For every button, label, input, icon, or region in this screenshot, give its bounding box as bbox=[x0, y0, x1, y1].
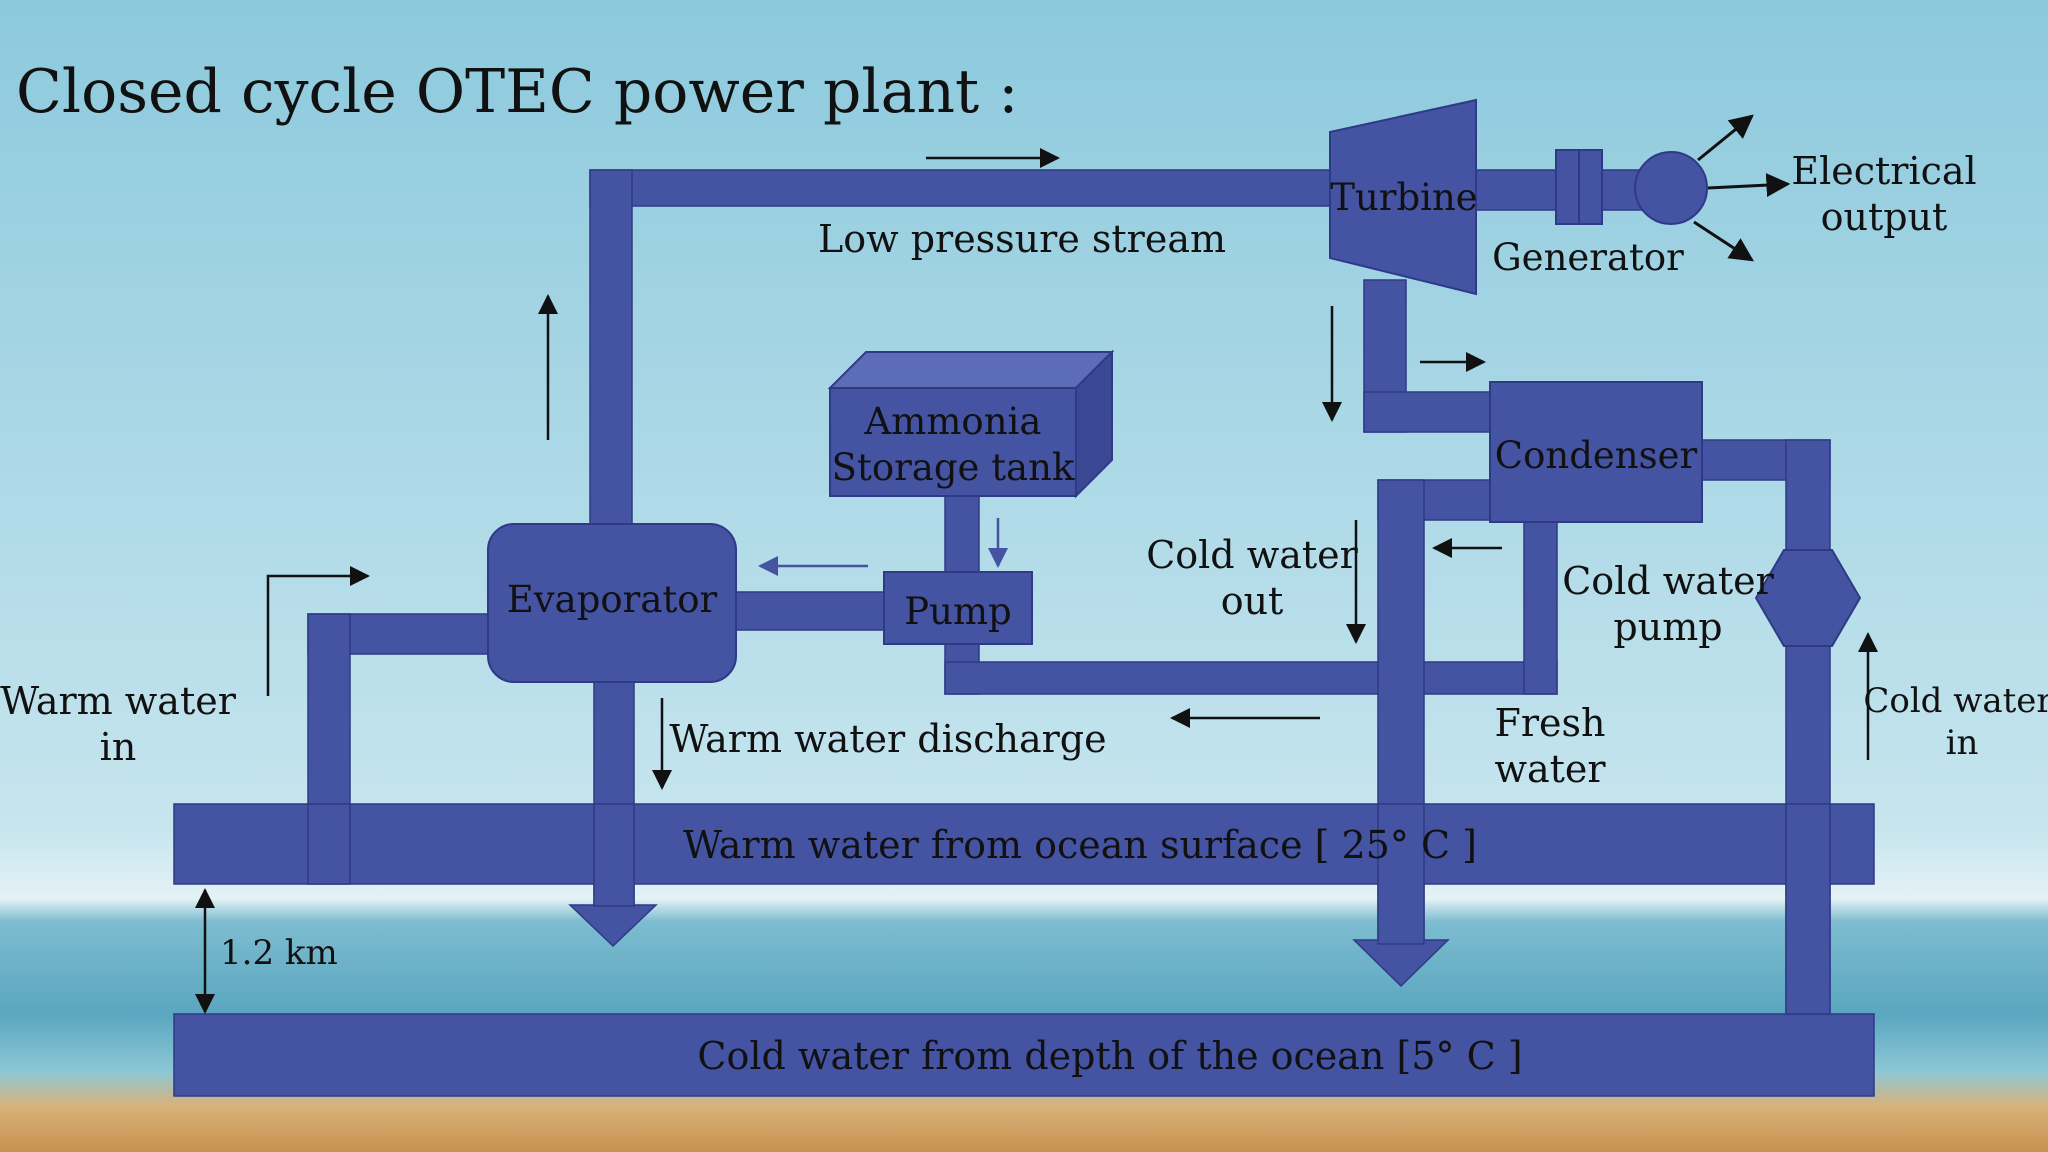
evaporator-label: Evaporator bbox=[507, 578, 718, 621]
warm-in-flow-arrow bbox=[266, 566, 370, 696]
pump-label: Pump bbox=[904, 590, 1012, 633]
generator bbox=[1634, 151, 1708, 225]
cold-in-label-2: in bbox=[1946, 723, 1979, 763]
pump bbox=[883, 571, 1033, 645]
low-pressure-label: Low pressure stream bbox=[818, 217, 1226, 261]
turbine-condenser-elbow bbox=[1363, 391, 1493, 433]
cold-pump-label-2: pump bbox=[1613, 605, 1722, 649]
depth-label: 1.2 km bbox=[220, 933, 338, 973]
turbine-label: Turbine bbox=[1330, 176, 1477, 219]
discharge-over-bar bbox=[593, 803, 635, 907]
fresh-water-label-1: Fresh bbox=[1495, 701, 1606, 745]
tank-pump-pipe bbox=[944, 495, 980, 573]
cold-in-label-1: Cold water bbox=[1863, 681, 2048, 721]
fresh-water-drop-pipe bbox=[1523, 521, 1558, 695]
evaporator-riser-pipe bbox=[589, 169, 633, 529]
electrical-arrow-up bbox=[1697, 114, 1754, 162]
cold-water-pump bbox=[1754, 549, 1862, 647]
tank-top-face bbox=[827, 351, 1115, 389]
evaporator-pump-pipe bbox=[733, 591, 887, 631]
warm-in-over-bar bbox=[307, 803, 351, 885]
electrical-output-label-1: Electrical bbox=[1791, 149, 1976, 193]
warm-in-vertical-pipe bbox=[307, 613, 351, 805]
cold-riser-over-bar bbox=[1785, 803, 1831, 1015]
cold-bar-label: Cold water from depth of the ocean [5° C… bbox=[697, 1034, 1522, 1078]
cold-out-label-2: out bbox=[1221, 579, 1284, 623]
cold-out-label-1: Cold water bbox=[1146, 533, 1358, 577]
condenser bbox=[1489, 381, 1703, 523]
cold-water-bar bbox=[173, 1013, 1875, 1097]
tank-label-2: Storage tank bbox=[832, 446, 1075, 489]
diagram-title: Closed cycle OTEC power plant : bbox=[16, 57, 1018, 127]
fresh-water-label-2: water bbox=[1494, 747, 1606, 791]
evaporator bbox=[487, 523, 737, 683]
electrical-arrow-down bbox=[1693, 220, 1755, 262]
turbine bbox=[1329, 98, 1477, 296]
ammonia-storage-tank bbox=[827, 349, 1115, 499]
cold-pump-label-1: Cold water bbox=[1562, 559, 1774, 603]
warm-bar-label: Warm water from ocean surface [ 25° C ] bbox=[683, 823, 1477, 867]
return-line-pipe bbox=[944, 661, 1558, 695]
tank-label-1: Ammonia bbox=[864, 400, 1042, 443]
electrical-output-label-2: output bbox=[1821, 195, 1948, 239]
warm-in-label-1: Warm water bbox=[0, 679, 237, 723]
warm-in-label-2: in bbox=[100, 725, 137, 769]
low-pressure-pipe bbox=[589, 169, 1341, 207]
electrical-arrow-right bbox=[1707, 173, 1791, 198]
condenser-label: Condenser bbox=[1495, 434, 1698, 477]
tank-front-face bbox=[829, 387, 1077, 497]
warm-discharge-label: Warm water discharge bbox=[669, 717, 1106, 761]
generator-label: Generator bbox=[1492, 236, 1684, 279]
warm-water-bar bbox=[173, 803, 1875, 885]
cold-out-over-bar bbox=[1377, 803, 1425, 945]
